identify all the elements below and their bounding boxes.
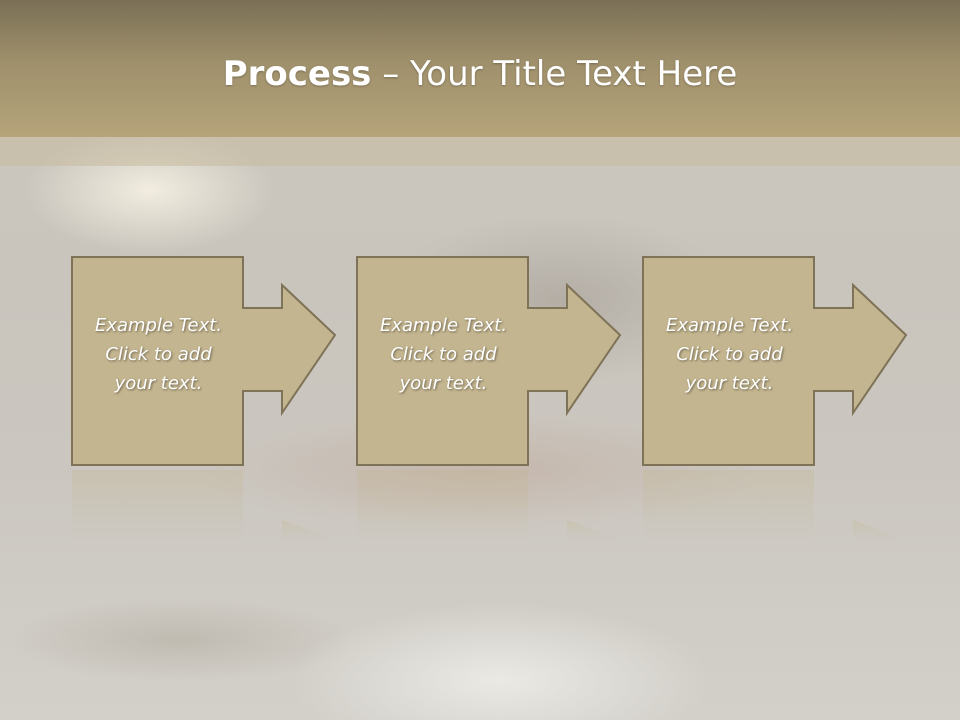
title-bold-part: Process xyxy=(222,54,372,94)
step-text-line-2: Click to add xyxy=(105,344,212,365)
step-text-line-2: Click to add xyxy=(676,344,783,365)
process-step-2-reflection xyxy=(356,470,646,540)
step-text-line-3: your text. xyxy=(399,373,488,394)
process-step-1[interactable]: Example Text. Click to add your text. xyxy=(71,256,361,471)
process-step-3[interactable]: Example Text. Click to add your text. xyxy=(642,256,932,471)
step-text: Example Text. Click to add your text. xyxy=(71,311,246,398)
slide-title[interactable]: Process – Your Title Text Here xyxy=(0,52,960,96)
step-text-line-1: Example Text. xyxy=(379,315,508,336)
step-text: Example Text. Click to add your text. xyxy=(356,311,531,398)
process-step-1-reflection xyxy=(71,470,361,540)
step-text: Example Text. Click to add your text. xyxy=(642,311,817,398)
step-text-line-1: Example Text. xyxy=(94,315,223,336)
step-text-line-3: your text. xyxy=(685,373,774,394)
process-arrow-shape xyxy=(642,256,908,466)
title-rest-part: – Your Title Text Here xyxy=(371,54,738,94)
step-text-line-3: your text. xyxy=(114,373,203,394)
title-bar-band xyxy=(0,137,960,166)
process-step-2[interactable]: Example Text. Click to add your text. xyxy=(356,256,646,471)
process-arrow-shape xyxy=(71,256,337,466)
title-bar xyxy=(0,0,960,137)
step-text-line-1: Example Text. xyxy=(665,315,794,336)
process-step-3-reflection xyxy=(642,470,932,540)
step-text-line-2: Click to add xyxy=(390,344,497,365)
process-arrow-shape xyxy=(356,256,622,466)
